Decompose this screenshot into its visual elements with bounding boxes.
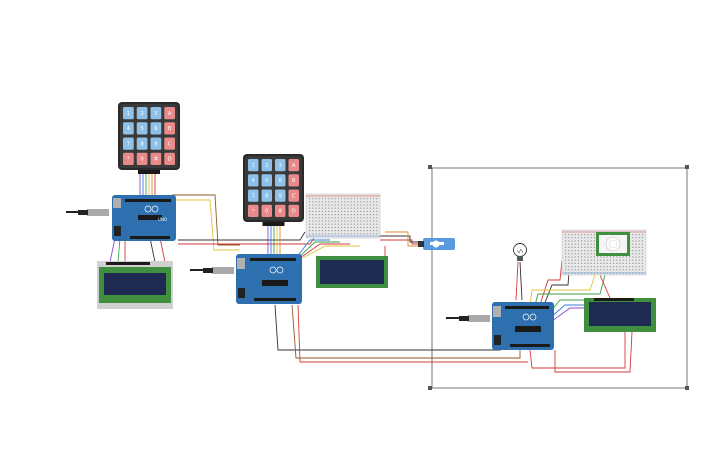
keypad-key-label: 2 <box>265 163 268 169</box>
keypad-key-label: 2 <box>141 111 144 117</box>
wires[interactable] <box>109 170 633 373</box>
keypad-key[interactable] <box>136 152 148 165</box>
keypad-key-label: * <box>127 157 130 163</box>
keypad-key-label: 9 <box>279 193 282 199</box>
keypad-key[interactable] <box>123 122 134 135</box>
usb-cable-icon[interactable] <box>190 267 234 274</box>
keypad-key[interactable] <box>261 189 273 202</box>
keypad-key-label: 8 <box>141 141 144 147</box>
breadboard-1[interactable] <box>305 193 381 239</box>
keypad-key-label: # <box>278 209 282 215</box>
keypad-key[interactable] <box>164 152 175 165</box>
keypad-key-label: 7 <box>252 193 255 199</box>
keypad-key-label: D <box>292 209 296 215</box>
keypad-key[interactable] <box>248 159 259 172</box>
keypad-key[interactable] <box>123 137 134 150</box>
usb-cable-icon[interactable] <box>66 209 109 216</box>
keypad-key[interactable] <box>288 174 300 187</box>
keypad-key-label: 0 <box>265 209 268 215</box>
keypad-key[interactable] <box>288 204 300 217</box>
lightbulb-icon[interactable] <box>513 243 527 262</box>
keypad-key[interactable] <box>275 174 286 187</box>
keypad-key-label: B <box>292 178 296 184</box>
keypad-key-label: 3 <box>279 163 282 169</box>
arduino-logo-icon <box>144 205 152 213</box>
keypad-key[interactable] <box>136 122 148 135</box>
keypad-key-label: 7 <box>127 141 130 147</box>
lcd-display-2[interactable] <box>316 256 388 288</box>
keypad-key[interactable] <box>248 174 259 187</box>
keypad-key[interactable] <box>248 204 259 217</box>
keypad-key[interactable] <box>150 137 162 150</box>
usb-cable-icon[interactable] <box>446 315 490 322</box>
keypad-key-label: 4 <box>127 126 130 132</box>
keypad-key-label: 8 <box>265 193 268 199</box>
keypad-key[interactable] <box>164 122 175 135</box>
keypad-key[interactable] <box>261 174 273 187</box>
keypad-key[interactable] <box>288 159 300 172</box>
keypad-key-label: 1 <box>252 163 255 169</box>
keypad-key[interactable] <box>150 107 162 120</box>
keypad-key-label: 6 <box>154 126 157 132</box>
keypad-key[interactable] <box>261 204 273 217</box>
enclosure-outline[interactable] <box>428 165 689 390</box>
pir-sensor-icon[interactable] <box>596 232 630 256</box>
keypad-key[interactable] <box>123 152 134 165</box>
keypad-key[interactable] <box>288 189 300 202</box>
keypad-key-label: B <box>168 126 172 132</box>
keypad-key-label: # <box>154 157 158 163</box>
keypad-key-label: 5 <box>265 178 268 184</box>
lcd-display-3[interactable] <box>584 298 656 332</box>
keypad-key[interactable] <box>150 152 162 165</box>
keypad-key-label: D <box>168 157 172 163</box>
keypad-key[interactable] <box>261 159 273 172</box>
keypad-key-label: C <box>292 193 296 199</box>
keypad-2[interactable]: 1 2 3 A 4 5 6 B 7 8 9 C * 0 # D <box>243 154 304 226</box>
keypad-key[interactable] <box>275 204 286 217</box>
keypad-key-label: C <box>168 141 172 147</box>
keypad-key[interactable] <box>275 189 286 202</box>
keypad-key-label: * <box>252 209 255 215</box>
arduino-uno-2[interactable] <box>236 254 302 304</box>
lcd-display-1[interactable] <box>97 261 173 309</box>
keypad-key[interactable] <box>248 189 259 202</box>
keypad-key[interactable] <box>123 107 134 120</box>
keypad-key[interactable] <box>164 137 175 150</box>
keypad-key[interactable] <box>136 137 148 150</box>
keypad-key-label: 3 <box>154 111 157 117</box>
keypad-key-label: 6 <box>279 178 282 184</box>
keypad-key-label: A <box>168 111 172 117</box>
keypad-key[interactable] <box>164 107 175 120</box>
keypad-key-label: 5 <box>141 126 144 132</box>
keypad-key-label: A <box>292 163 296 169</box>
keypad-key[interactable] <box>136 107 148 120</box>
keypad-key[interactable] <box>150 122 162 135</box>
arduino-uno-3[interactable] <box>492 302 554 350</box>
keypad-key[interactable] <box>275 159 286 172</box>
keypad-1[interactable]: 1 2 3 A 4 5 6 B 7 8 9 C * 0 # D <box>118 102 180 174</box>
keypad-key-label: 0 <box>141 157 144 163</box>
keypad-key-label: 9 <box>154 141 157 147</box>
keypad-key-label: 4 <box>252 178 255 184</box>
servo-motor-icon[interactable] <box>418 238 455 250</box>
arduino-uno-1[interactable]: UNO <box>112 195 176 241</box>
keypad-key-label: 1 <box>127 111 130 117</box>
arduino-brand-label: UNO <box>158 217 167 222</box>
